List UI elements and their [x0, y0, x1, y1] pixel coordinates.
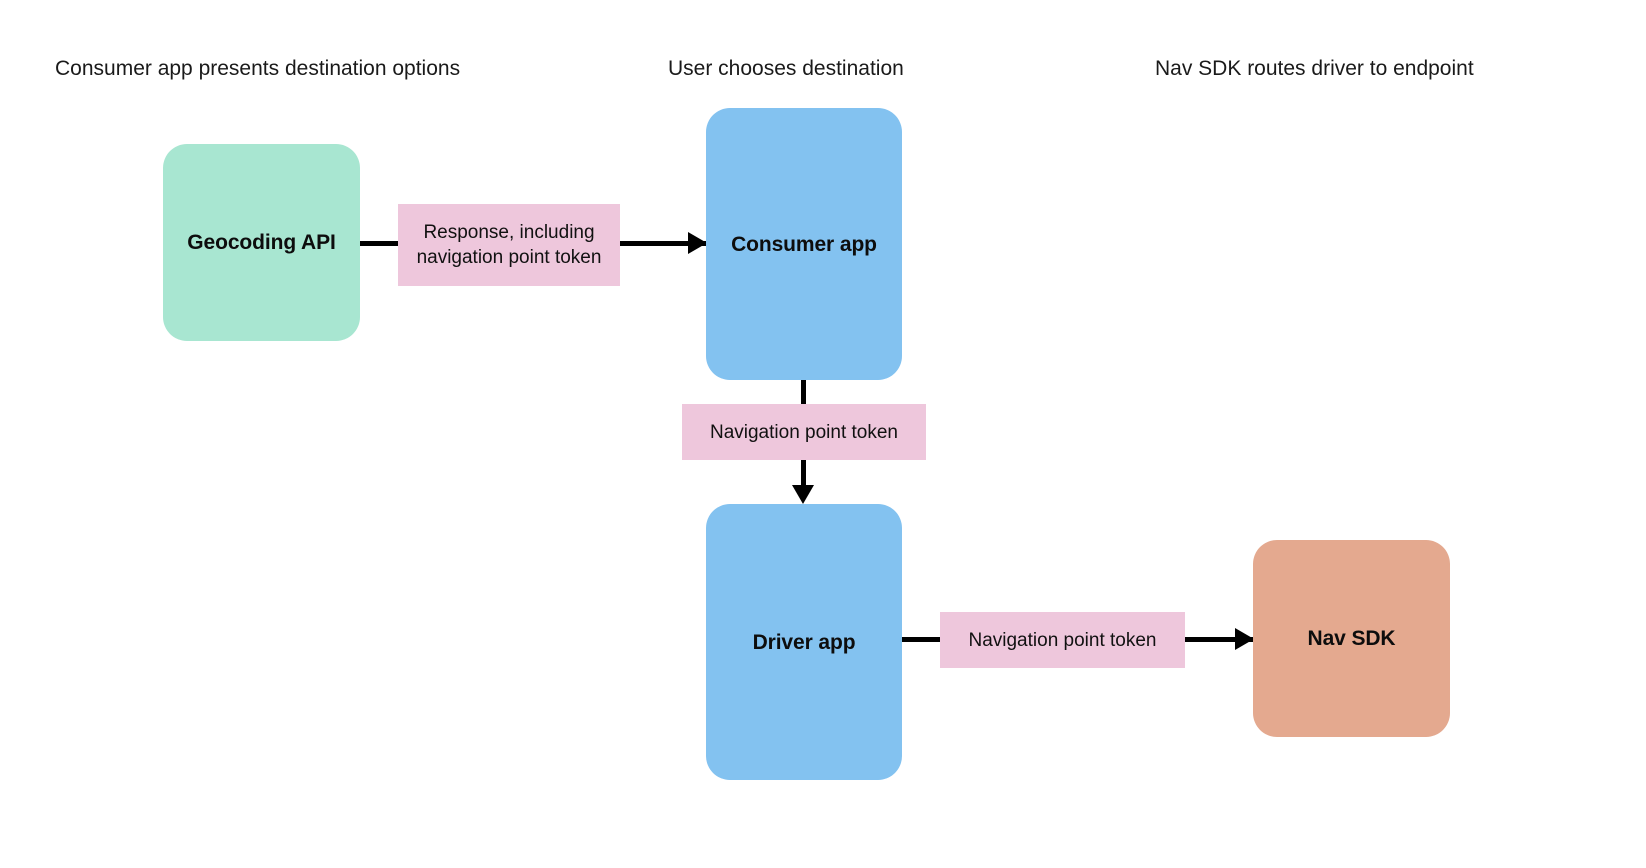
edge-label-nav-point-token-driver-navsdk-text: Navigation point token — [968, 629, 1157, 651]
edge-label-response-nav-point-token: Response, including navigation point tok… — [398, 204, 620, 286]
node-geocoding-api-label: Geocoding API — [187, 231, 336, 254]
node-driver-app[interactable]: Driver app — [706, 504, 902, 780]
node-nav-sdk[interactable]: Nav SDK — [1253, 540, 1450, 737]
node-nav-sdk-label: Nav SDK — [1307, 627, 1396, 650]
column-header-consumer-options: Consumer app presents destination option… — [55, 57, 461, 80]
arrowhead-consumer-to-driver-icon — [792, 485, 814, 504]
column-header-nav-routes: Nav SDK routes driver to endpoint — [1155, 57, 1474, 80]
node-consumer-app-label: Consumer app — [731, 232, 877, 256]
node-consumer-app[interactable]: Consumer app — [706, 108, 902, 380]
edge-label-nav-point-token-consumer-driver: Navigation point token — [682, 404, 926, 460]
edge-label-nav-point-token-driver-navsdk: Navigation point token — [940, 612, 1185, 668]
node-driver-app-label: Driver app — [752, 630, 856, 654]
arrowhead-driver-to-navsdk-icon — [1235, 628, 1254, 650]
arrowhead-geocoding-to-consumer-icon — [688, 232, 707, 254]
column-header-user-chooses: User chooses destination — [668, 57, 904, 80]
node-geocoding-api[interactable]: Geocoding API — [163, 144, 360, 341]
edge-label-nav-point-token-consumer-driver-text: Navigation point token — [709, 421, 898, 443]
edge-label-response-nav-point-token-text: Response, including navigation point tok… — [416, 222, 602, 268]
